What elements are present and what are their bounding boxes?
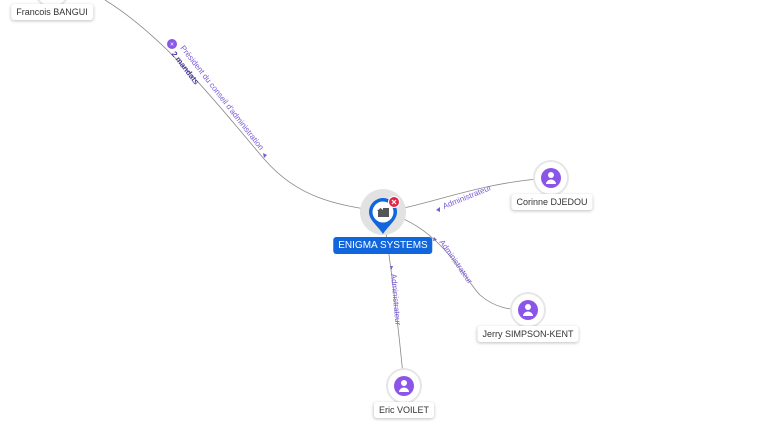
edge-label-jerry: Administrateur (433, 237, 475, 286)
svg-text:Administrateur: Administrateur (389, 273, 402, 325)
center-label[interactable]: ENIGMA SYSTEMS (333, 237, 433, 254)
person-label-jerry[interactable]: Jerry SIMPSON-KENT (477, 326, 579, 342)
edge-francois (104, 0, 384, 213)
person-label-francois[interactable]: Francois BANGUI (11, 4, 93, 20)
person-node[interactable] (386, 368, 422, 404)
mandats-badge-icon[interactable] (167, 39, 177, 49)
close-icon[interactable] (388, 196, 400, 208)
svg-text:Président du conseil d'adminis: Président du conseil d'administration (178, 44, 265, 152)
person-icon (546, 172, 556, 184)
person-label-corinne[interactable]: Corinne DJEDOU (511, 194, 593, 210)
person-node[interactable] (510, 292, 546, 328)
edge-label-francois: × Président du conseil d'administration … (167, 39, 267, 158)
edge-label-eric: Administrateur (389, 266, 402, 326)
edge-jerry (382, 211, 529, 311)
person-icon (399, 380, 409, 392)
building-icon (377, 208, 389, 217)
svg-text:×: × (170, 42, 174, 49)
svg-text:Administrateur: Administrateur (441, 183, 493, 211)
center-node[interactable] (360, 189, 406, 235)
svg-text:Administrateur: Administrateur (437, 238, 474, 286)
person-icon (523, 304, 533, 316)
person-node[interactable] (533, 160, 569, 196)
person-label-eric[interactable]: Eric VOILET (373, 402, 435, 418)
